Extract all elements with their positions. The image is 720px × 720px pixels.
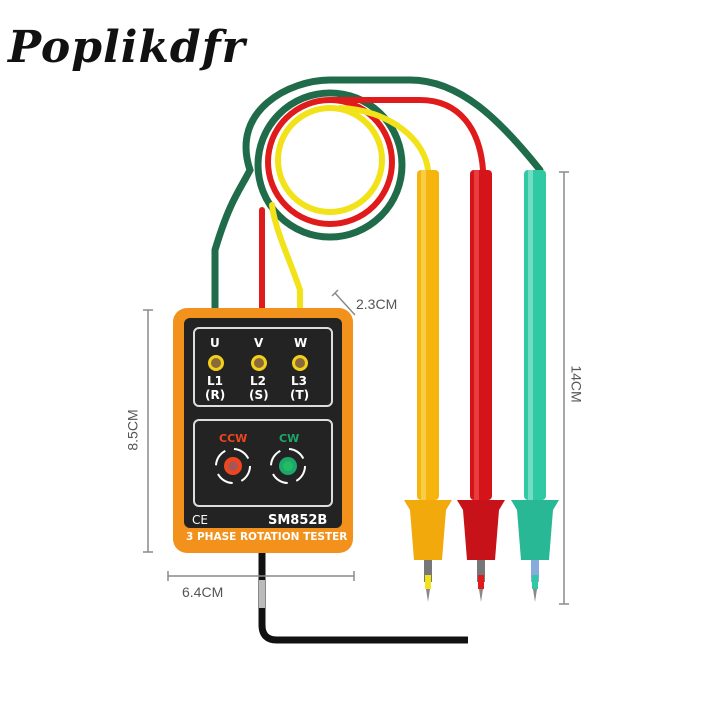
ground-wire-sleeve: [259, 580, 265, 608]
ground-wire: [258, 552, 468, 644]
ce-mark: CE: [192, 513, 208, 527]
model-number: SM852B: [268, 513, 328, 528]
cw-label: CW: [279, 432, 300, 445]
device-subtitle: 3 PHASE ROTATION TESTER: [186, 531, 348, 543]
brand-logo: Poplikdfr: [8, 22, 246, 73]
phase-code-t: (T): [290, 388, 310, 402]
phase-line-l3: L3: [291, 374, 307, 388]
tester-device: [173, 308, 353, 553]
dimension-lines: [143, 171, 569, 605]
dimension-probe-length: 14CM: [568, 365, 585, 403]
phase-label-u: U: [210, 336, 220, 350]
phase-label-w: W: [294, 336, 308, 350]
probe-green: [511, 170, 559, 602]
dimension-thickness: 2.3CM: [356, 296, 398, 312]
phase-line-l1: L1: [207, 374, 223, 388]
phase-code-s: (S): [249, 388, 269, 402]
cable-bundle: [211, 76, 544, 314]
probe-yellow: [404, 170, 452, 602]
phase-label-v: V: [254, 336, 264, 350]
dimension-height: 8.5CM: [124, 409, 141, 451]
phase-code-r: (R): [205, 388, 226, 402]
dimension-width: 6.4CM: [182, 584, 224, 600]
ccw-label: CCW: [219, 432, 248, 445]
probe-red: [457, 170, 505, 602]
phase-line-l2: L2: [250, 374, 266, 388]
